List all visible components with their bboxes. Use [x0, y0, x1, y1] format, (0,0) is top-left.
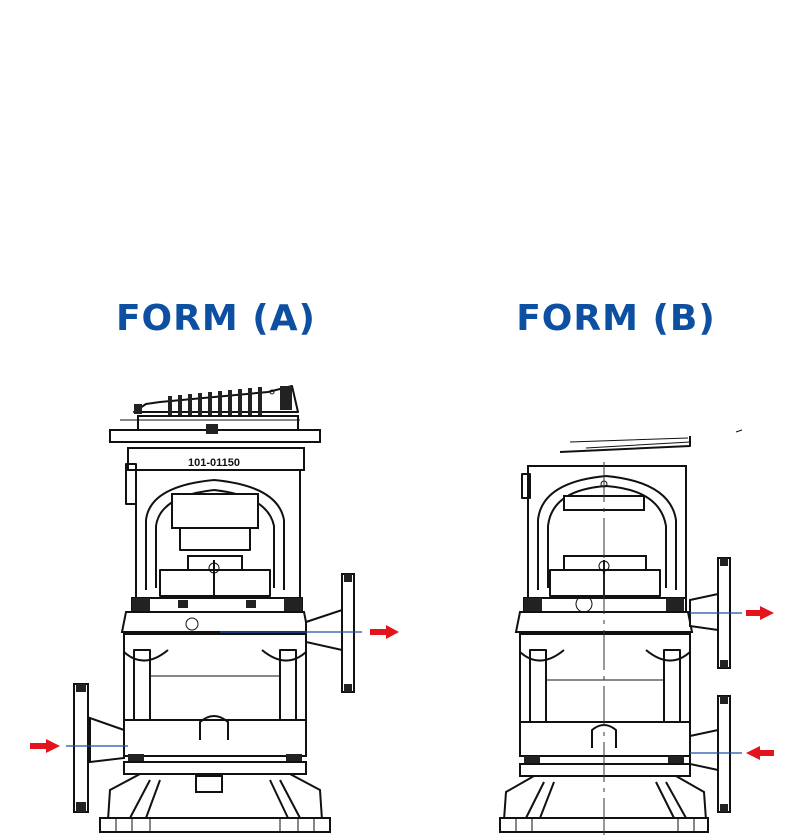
form-a-outlet-arrow-icon: [370, 625, 399, 639]
form-b-title: FORM (B): [516, 298, 716, 339]
form-a-pump-drawing: 101-01150: [30, 385, 399, 833]
form-b-pump-drawing: [499, 429, 774, 835]
form-a-inlet-flange: [73, 683, 125, 813]
form-a-motor-label: 101-01150: [188, 457, 240, 469]
form-a-motor-fins: [133, 385, 299, 418]
form-b-inlet-arrow-icon: [746, 746, 774, 760]
form-b-outlet-arrow-icon: [746, 606, 774, 620]
form-a-outlet-flange: [305, 573, 355, 693]
form-a-pump-casing: [123, 633, 307, 721]
form-a-inlet-arrow-icon: [30, 739, 60, 753]
form-b-inlet-flange: [689, 695, 731, 813]
form-a-title: FORM (A): [115, 298, 317, 339]
